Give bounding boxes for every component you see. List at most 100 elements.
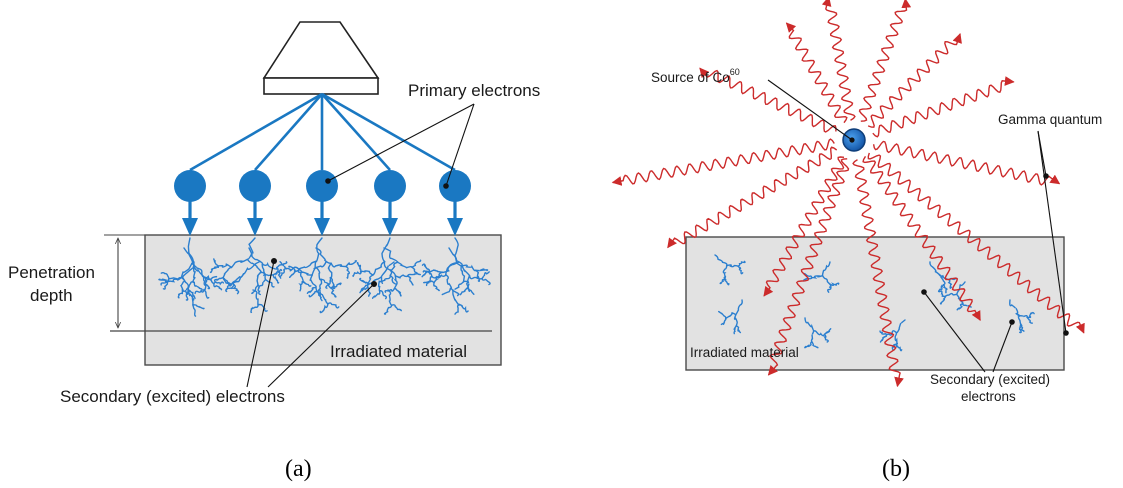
electron-arrow-head [447,218,463,236]
secondary-electron-branch [381,274,391,284]
secondary-electron-branch [272,268,283,276]
secondary-electron-branch [714,254,728,267]
penetration-label-line2: depth [30,286,73,305]
secondary-electron-branch [726,264,739,268]
gamma-rays [611,0,1085,388]
secondary-electron-branch [459,287,468,296]
secondary-electron-branch [213,282,223,291]
secondary-electron-branch [387,289,393,306]
secondary-electron-branch [445,261,460,276]
gamma-leader-2 [1037,130,1067,334]
secondary-electron-branch [230,258,249,269]
gamma-ray [763,156,845,297]
secondary-electron-branch [937,284,945,293]
panel-b: Source of Co60 Gamma quantum Irradiated … [611,0,1102,482]
secondary-electron-branch [397,261,413,269]
source-leader [767,79,853,141]
secondary-electron-branch [315,247,332,264]
primary-electron [174,170,206,236]
primary-electron [306,170,338,236]
secondary-electron-branch [325,276,332,289]
secondary-electron-branch [306,286,317,294]
secondary-electron-branch [327,262,333,279]
secondary-electron-branch [279,261,288,270]
secondary-electron-branch [433,281,440,292]
secondary-electron-branch [823,333,829,343]
secondary-electron-branch [359,277,370,285]
electron-beams [189,92,456,172]
gamma-ray [872,140,1061,186]
gamma-ray [867,152,1085,334]
gamma-ray [785,22,848,124]
secondary-electron-branch [448,247,463,267]
secondary-electron-branch [213,277,224,283]
electron-arrow-head [182,218,198,236]
secondary-electron-branch [431,274,447,279]
secondary-electron-branch [938,273,946,286]
secondary-electron-branch [463,280,471,293]
secondary-electron-branch [468,274,483,280]
secondary-electron-branch [329,276,336,290]
penetration-label-line1: Penetration [8,263,95,282]
secondary-electron-branch [735,325,742,334]
secondary-label-b-line2: electrons [961,389,1016,404]
secondary-electron-branch [879,335,887,343]
secondary-electron-branch [377,276,383,292]
secondary-electron-branch [327,302,340,309]
secondary-electron-branch [222,278,234,286]
secondary-electron-branch [803,277,813,282]
secondary-electron-branch [180,262,193,279]
secondary-electron-branch [251,284,259,295]
gamma-ray [872,76,1015,138]
gamma-ray [821,0,856,121]
secondary-electron-branch [804,341,813,349]
gamma-ray [767,158,850,376]
secondary-electron-branch [460,264,477,272]
secondary-electron-branch [733,314,738,327]
secondary-leader-a2 [267,283,375,388]
secondary-electron-branch [1009,299,1019,315]
secondary-electron-branch [895,319,906,334]
secondary-leader-dot-a2 [371,281,377,287]
secondary-electron-branch [280,267,288,277]
secondary-electron-branch [383,304,393,315]
secondary-electron-branches-a [158,237,491,317]
secondary-electron-branch [821,261,831,277]
secondary-electron-branch [411,266,421,276]
secondary-electron-branch [319,303,329,314]
secondary-electron-branch [276,266,282,279]
gamma-leader-dot-2 [1063,330,1069,336]
caption-b: (b) [882,456,910,482]
electron-gun-icon [262,21,380,95]
secondary-electron-branch [213,258,220,268]
secondary-electron-branch [160,278,170,286]
secondary-electron-branch [421,263,431,273]
secondary-electron-branch [384,287,396,293]
secondary-electron-branch [311,261,327,276]
secondary-electron-branch [185,281,195,291]
secondary-electron-branch [192,304,205,310]
secondary-electron-branch [1026,311,1035,319]
secondary-electron-branch [231,284,240,295]
secondary-electron-branch [947,279,953,289]
gamma-ray [858,0,912,122]
electron-icon [306,170,338,202]
secondary-electron-branch [242,261,260,275]
secondary-electron-branch [956,303,964,311]
source-label: Source of Co60 [651,67,740,85]
secondary-electron-branch [204,276,211,290]
secondary-electron-branch [160,272,170,280]
secondary-electron-branch [811,341,819,349]
secondary-electron-branch [368,276,383,285]
secondary-electron-branch [345,265,350,279]
secondary-electron-branch [1018,323,1025,332]
secondary-electron-branch [383,247,399,263]
secondary-electron-branch [367,286,372,297]
secondary-electron-branch [297,269,313,276]
secondary-electron-branch [257,278,267,290]
secondary-leader-dot-b2 [1009,319,1015,325]
secondary-electron-branch [248,247,264,265]
secondary-electron-branch [942,284,948,294]
primary-electrons [174,170,471,236]
primary-electron [374,170,406,236]
